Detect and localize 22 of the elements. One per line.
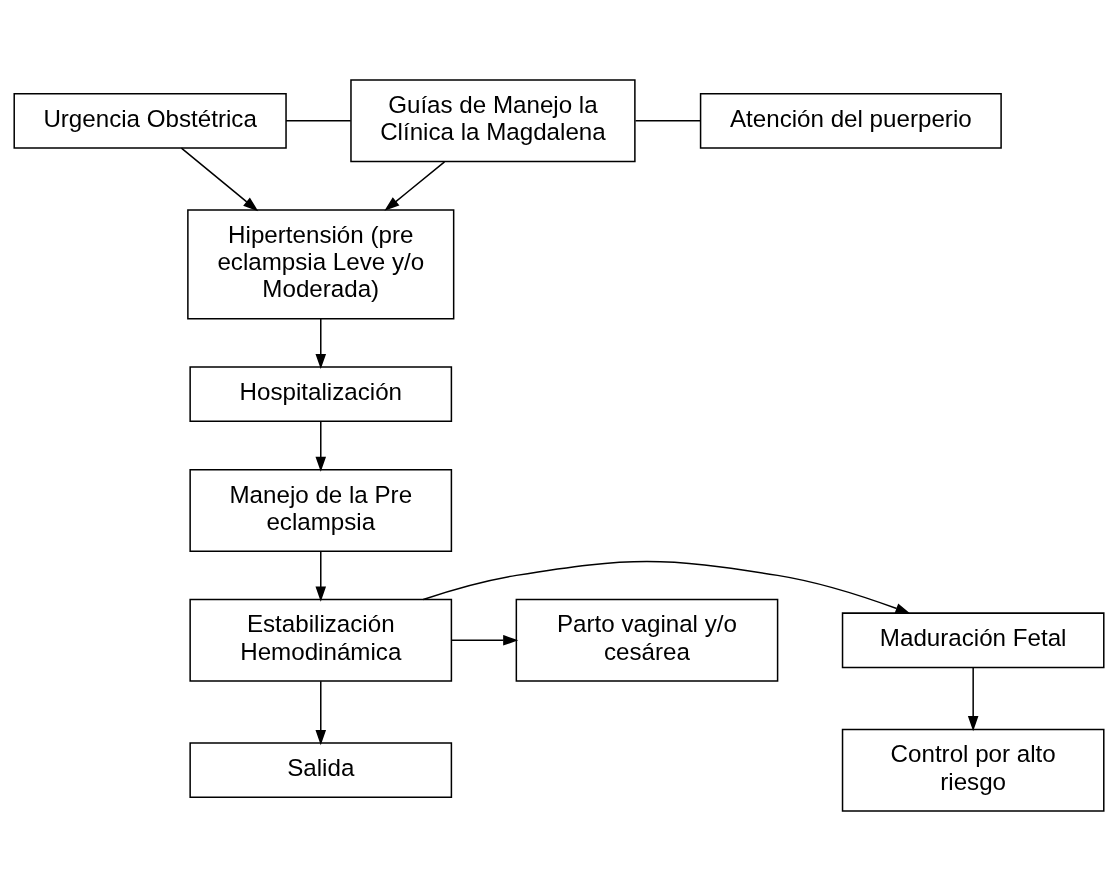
node-box: Hospitalización xyxy=(189,365,453,422)
node-box: Atención del puerperio xyxy=(699,92,1002,149)
arrow xyxy=(422,560,911,614)
arrow xyxy=(384,160,446,211)
arrow xyxy=(180,146,259,211)
arrow xyxy=(451,634,519,646)
node-box: Estabilización Hemodinámica xyxy=(189,598,453,682)
node-box: Maduración Fetal xyxy=(841,611,1105,668)
arrow xyxy=(315,317,327,369)
node-box: Parto vaginal y/o cesárea xyxy=(515,598,779,682)
node-box: Control por alto riesgo xyxy=(841,728,1105,812)
connector xyxy=(285,119,352,122)
node-box: Manejo de la Pre eclampsia xyxy=(189,468,453,552)
arrow xyxy=(315,680,327,745)
arrow xyxy=(315,420,327,472)
arrow xyxy=(967,666,979,731)
node-box: Hipertensión (pre eclampsia Leve y/o Moderada) xyxy=(187,208,455,319)
node-box: Guías de Manejo la Clínica la Magdalena xyxy=(350,78,636,162)
node-box: Urgencia Obstétrica xyxy=(13,92,287,149)
connector xyxy=(634,119,702,122)
node-box: Salida xyxy=(189,741,453,798)
arrow xyxy=(315,550,327,602)
